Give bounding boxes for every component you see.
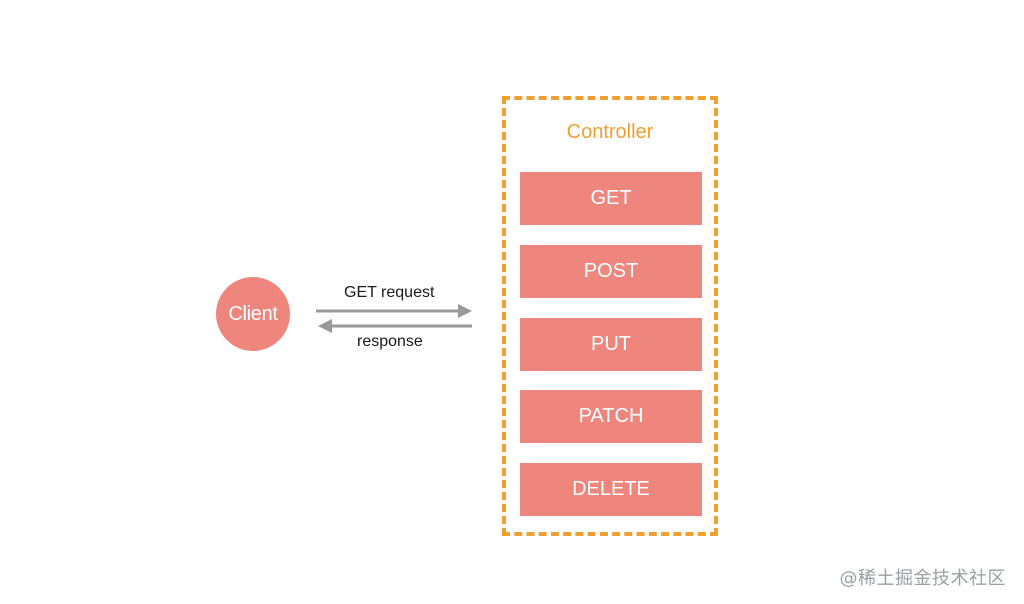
watermark: @稀土掘金技术社区	[839, 568, 1006, 589]
method-label: PUT	[591, 333, 631, 355]
client-label: Client	[228, 302, 278, 325]
client-node: Client	[216, 277, 290, 351]
method-patch: PATCH	[520, 390, 702, 443]
method-post: POST	[520, 245, 702, 298]
method-delete: DELETE	[520, 463, 702, 516]
response-arrowhead	[318, 319, 332, 333]
method-put: PUT	[520, 318, 702, 371]
request-response-arrows	[316, 304, 472, 333]
controller-title: Controller	[566, 121, 654, 143]
method-label: POST	[583, 260, 639, 282]
request-arrowhead	[458, 304, 472, 318]
method-label: GET	[590, 187, 632, 209]
request-label: GET request	[344, 284, 435, 301]
response-label: response	[357, 333, 423, 350]
method-get: GET	[520, 172, 702, 225]
method-label: DELETE	[572, 478, 650, 500]
method-label: PATCH	[578, 405, 644, 427]
controller-box	[502, 96, 718, 536]
